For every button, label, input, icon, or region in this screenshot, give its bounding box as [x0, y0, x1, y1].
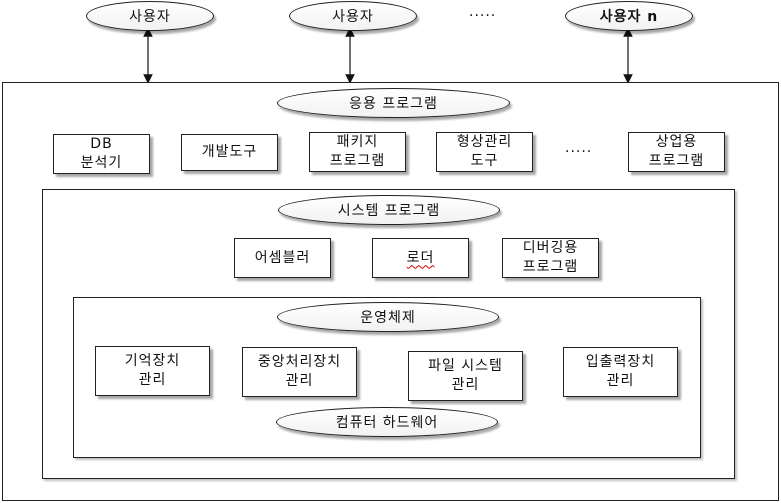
assembler-box: 어셈블러 — [234, 238, 331, 278]
user-1: 사용자 — [86, 1, 214, 31]
loader-box: 로더 — [372, 238, 469, 278]
loader-label: 로더 — [406, 249, 435, 266]
system-programs-title: 시스템 프로그램 — [278, 195, 500, 225]
file-system-management-box: 파일 시스템 관리 — [408, 351, 523, 401]
user-2: 사용자 — [289, 1, 417, 31]
config-management-box: 형상관리 도구 — [436, 132, 533, 172]
dev-tools-box: 개발도구 — [181, 134, 278, 171]
computer-hardware-title: 컴퓨터 하드웨어 — [276, 407, 498, 437]
db-analyzer-box: DB 분석기 — [53, 134, 150, 174]
users-ellipsis: ..... — [469, 4, 497, 20]
memory-management-box: 기억장치 관리 — [95, 346, 210, 396]
cpu-management-box: 중앙처리장치 관리 — [242, 347, 357, 397]
app-items-ellipsis: ..... — [565, 140, 593, 156]
user-n: 사용자 n — [565, 1, 693, 31]
application-programs-title: 응용 프로그램 — [277, 88, 510, 118]
commercial-program-box: 상업용 프로그램 — [628, 132, 725, 172]
io-management-box: 입출력장치 관리 — [563, 347, 678, 397]
debugger-box: 디버깅용 프로그램 — [502, 238, 599, 278]
operating-system-title: 운영체제 — [277, 302, 499, 332]
package-program-box: 패키지 프로그램 — [309, 132, 406, 172]
